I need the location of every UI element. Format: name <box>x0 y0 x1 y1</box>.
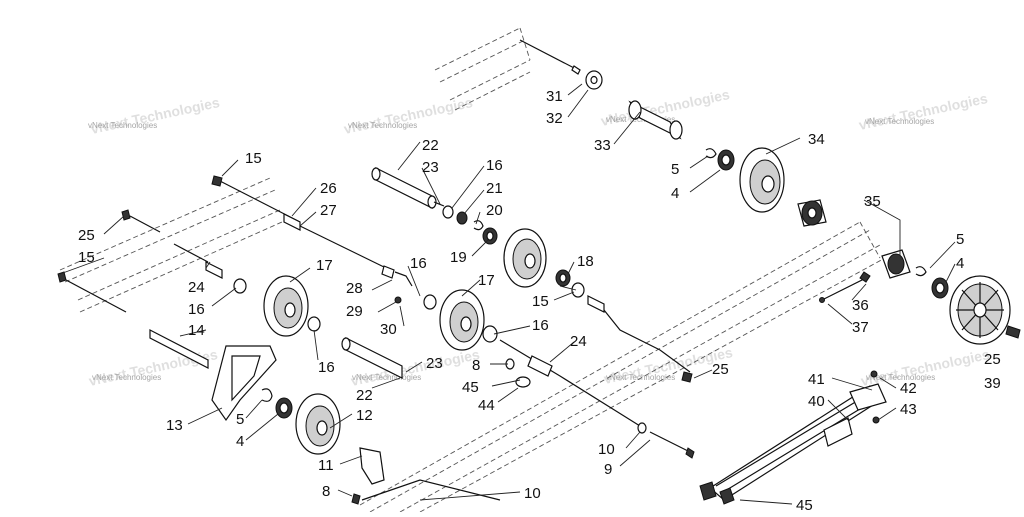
callout-4: 4 <box>671 185 679 202</box>
callout-16: 16 <box>410 255 427 272</box>
leader-lines <box>59 83 956 505</box>
left-shaft-group <box>211 175 695 459</box>
callout-25: 25 <box>712 361 729 378</box>
callout-labels: 31 32 33 34 5 4 35 5 4 36 37 25 39 22 23… <box>78 88 1001 514</box>
callout-4: 4 <box>236 433 244 450</box>
watermark-text: vNext Technologies <box>865 117 934 126</box>
svg-text:vNext Technologies: vNext Technologies <box>857 90 989 133</box>
middle-tube-group <box>371 167 693 383</box>
callout-26: 26 <box>320 180 337 197</box>
callout-21: 21 <box>486 180 503 197</box>
callout-10: 10 <box>524 485 541 502</box>
svg-text:vNext Technologies: vNext Technologies <box>342 94 474 137</box>
callout-17: 17 <box>478 272 495 289</box>
callout-4: 4 <box>956 255 964 272</box>
watermark-text: vNext Technologies <box>352 373 421 382</box>
callout-16: 16 <box>532 317 549 334</box>
callout-13: 13 <box>166 417 183 434</box>
callout-23: 23 <box>426 355 443 372</box>
svg-text:vNext Technologies: vNext Technologies <box>89 94 221 137</box>
callout-43: 43 <box>900 401 917 418</box>
callout-30: 30 <box>380 321 397 338</box>
callout-8: 8 <box>472 357 480 374</box>
callout-16: 16 <box>188 301 205 318</box>
left-roller-group <box>57 209 501 505</box>
callout-34: 34 <box>808 131 825 148</box>
callout-37: 37 <box>852 319 869 336</box>
callout-17: 17 <box>316 257 333 274</box>
callout-19: 19 <box>450 249 467 266</box>
callout-14: 14 <box>188 322 205 339</box>
callout-16: 16 <box>486 157 503 174</box>
watermark-text: vNext Technologies <box>88 121 157 130</box>
watermark-text: vNext Technologies <box>348 121 417 130</box>
callout-28: 28 <box>346 280 363 297</box>
callout-24: 24 <box>570 333 587 350</box>
watermark-text: vNext Technologies <box>606 115 675 124</box>
upper-axle-group <box>519 39 827 227</box>
callout-12: 12 <box>356 407 373 424</box>
callout-15: 15 <box>245 150 262 167</box>
callout-25: 25 <box>984 351 1001 368</box>
callout-36: 36 <box>852 297 869 314</box>
callout-29: 29 <box>346 303 363 320</box>
callout-40: 40 <box>808 393 825 410</box>
callout-18: 18 <box>577 253 594 270</box>
callout-27: 27 <box>320 202 337 219</box>
callout-5: 5 <box>956 231 964 248</box>
callout-44: 44 <box>478 397 495 414</box>
callout-15: 15 <box>532 293 549 310</box>
callout-8: 8 <box>322 483 330 500</box>
callout-9: 9 <box>604 461 612 478</box>
callout-5: 5 <box>236 411 244 428</box>
watermark-text: vNext Technologies <box>606 373 675 382</box>
frame-rails <box>59 27 886 513</box>
callout-16: 16 <box>318 359 335 376</box>
callout-32: 32 <box>546 110 563 127</box>
callout-31: 31 <box>546 88 563 105</box>
callout-24: 24 <box>188 279 205 296</box>
callout-5: 5 <box>671 161 679 178</box>
callout-35: 35 <box>864 193 881 210</box>
callout-22: 22 <box>422 137 439 154</box>
svg-text:vNext Technologies: vNext Technologies <box>859 346 991 389</box>
watermark-text: vNext Technologies <box>866 373 935 382</box>
svg-text:vNext Technologies: vNext Technologies <box>87 346 219 389</box>
callout-33: 33 <box>594 137 611 154</box>
callout-15: 15 <box>78 249 95 266</box>
callout-22: 22 <box>356 387 373 404</box>
callout-20: 20 <box>486 202 503 219</box>
callout-23: 23 <box>422 159 439 176</box>
right-wheel-group <box>819 249 1021 345</box>
callout-45: 45 <box>796 497 813 512</box>
callout-10: 10 <box>598 441 615 458</box>
watermark-text: vNext Technologies <box>92 373 161 382</box>
callout-11: 11 <box>318 457 334 474</box>
callout-42: 42 <box>900 380 917 397</box>
callout-45: 45 <box>462 379 479 396</box>
suspension-arm-group <box>699 370 887 505</box>
callout-25: 25 <box>78 227 95 244</box>
callout-39: 39 <box>984 375 1001 392</box>
callout-41: 41 <box>808 371 825 388</box>
